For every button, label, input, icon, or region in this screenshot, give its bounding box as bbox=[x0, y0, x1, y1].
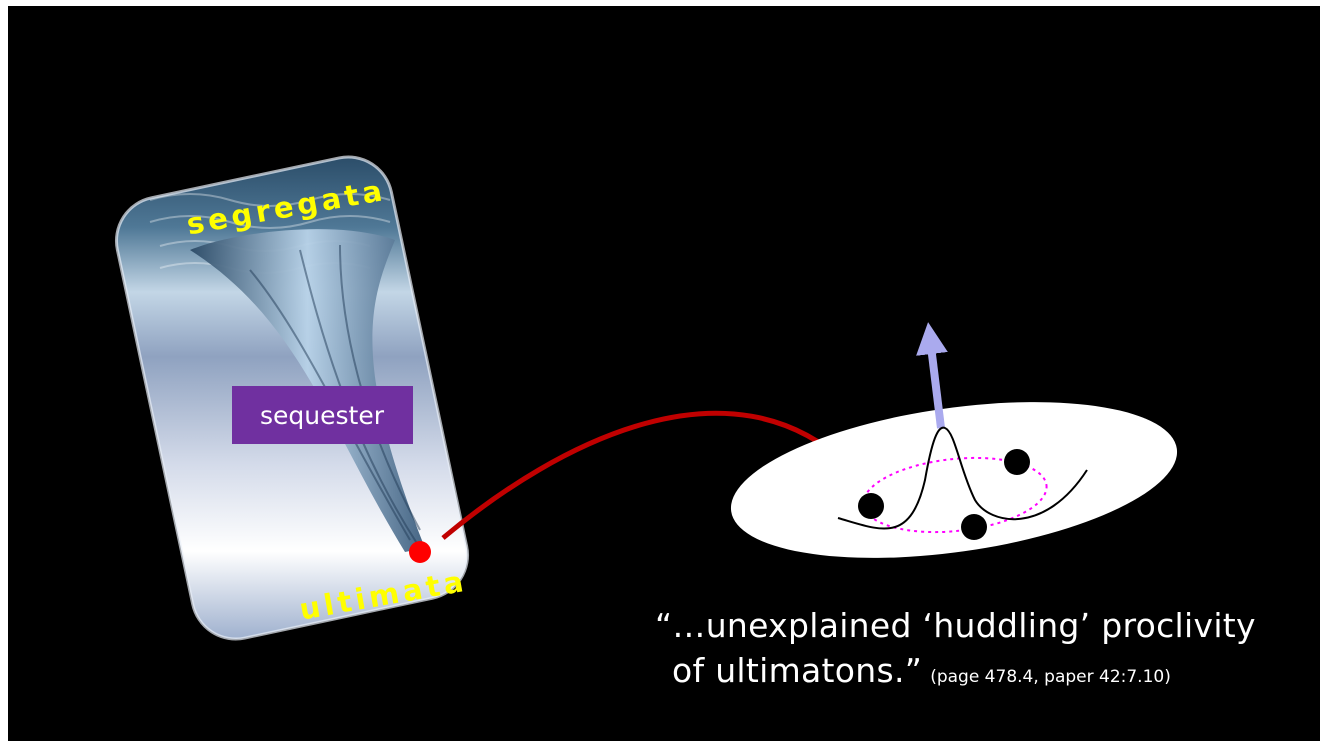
particle-left bbox=[858, 493, 884, 519]
particle-right bbox=[1004, 449, 1030, 475]
red-dot bbox=[409, 541, 431, 563]
white-ellipse bbox=[721, 377, 1187, 582]
quote-line-2-text: of ultimatons.” bbox=[672, 651, 922, 690]
quote-line-2: of ultimatons.” (page 478.4, paper 42:7.1… bbox=[672, 651, 1171, 690]
quote-line-1: “…unexplained ‘huddling’ proclivity bbox=[655, 606, 1256, 645]
label-sequester: sequester bbox=[260, 401, 385, 430]
quote-citation: (page 478.4, paper 42:7.10) bbox=[930, 667, 1171, 687]
particle-bottom bbox=[961, 514, 987, 540]
